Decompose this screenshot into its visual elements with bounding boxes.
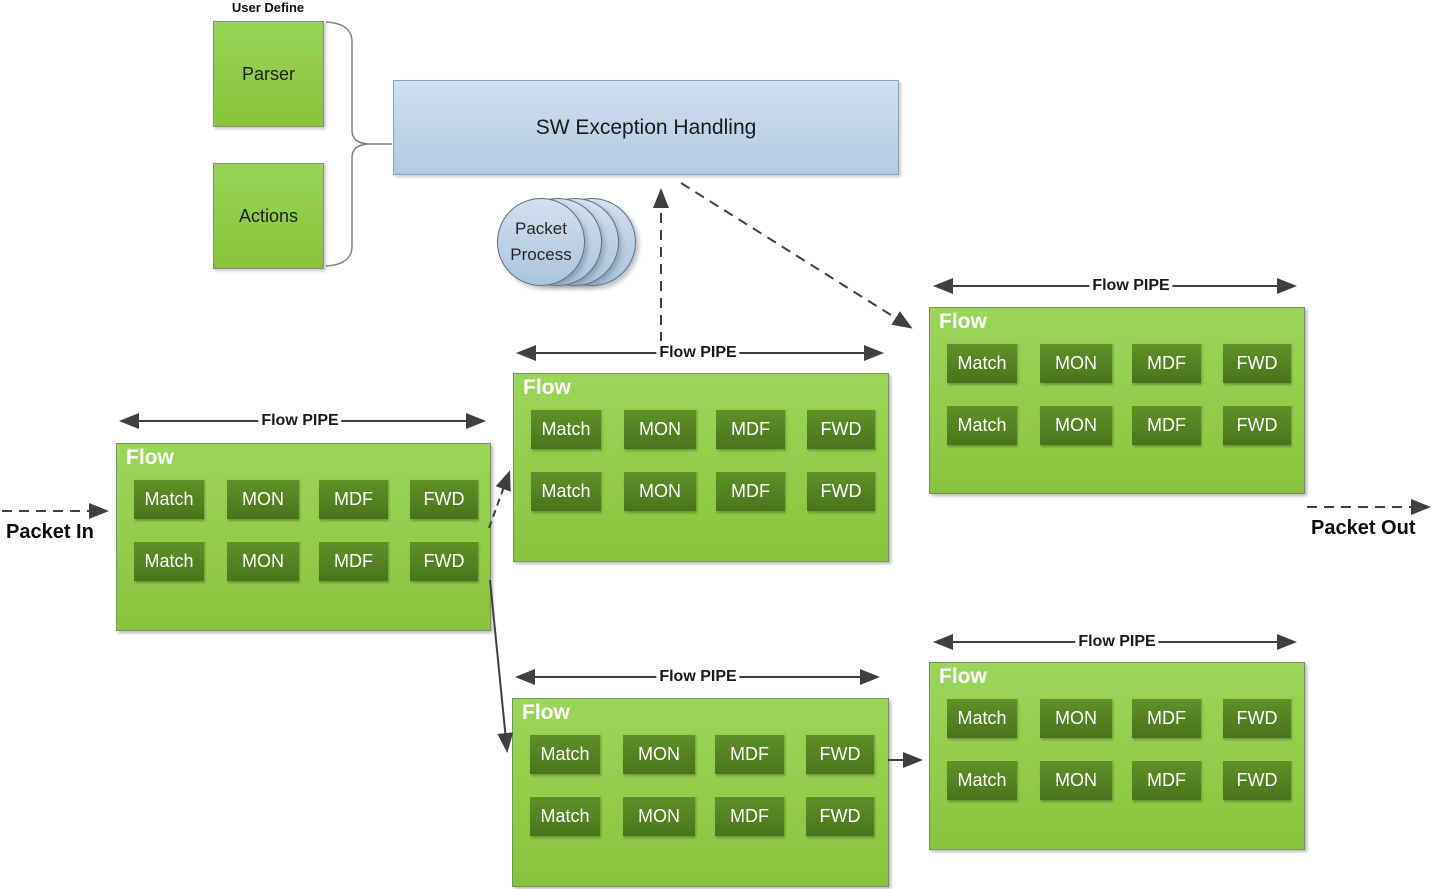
stage-cell-match: Match (531, 470, 601, 511)
sw-exception-handling-label: SW Exception Handling (535, 115, 757, 139)
stage-cell-mon: MON (624, 470, 696, 511)
left-to-middle-pipe-arrow (488, 470, 511, 529)
flow-pipe-box-left: Flow Match MON MDF FWD Match MON MDF FWD (116, 443, 491, 631)
stage-cell-match: Match (134, 478, 204, 519)
stage-cell-mon: MON (1040, 697, 1112, 738)
stage-cell-mon: MON (623, 733, 695, 774)
stage-cell-match: Match (947, 342, 1017, 383)
flow-pipe-label: Flow PIPE (1075, 630, 1159, 654)
stage-cell-match: Match (530, 795, 600, 836)
sw-exception-handling-box: SW Exception Handling (393, 80, 899, 175)
flow-pipe-label: Flow PIPE (656, 665, 740, 689)
stage-cell-mon: MON (1040, 342, 1112, 383)
stage-cell-match: Match (947, 759, 1017, 800)
stage-cell-mdf: MDF (1132, 404, 1201, 445)
flow-pipe-box-bottom-right: Flow Match MON MDF FWD Match MON MDF FWD (929, 662, 1305, 850)
packet-process-label-line2: Process (510, 245, 572, 264)
stage-cell-fwd: FWD (806, 733, 874, 774)
stage-cell-mdf: MDF (1132, 697, 1201, 738)
flow-title: Flow (939, 310, 987, 333)
stage-cell-mon: MON (1040, 759, 1112, 800)
stage-cell-mdf: MDF (319, 478, 388, 519)
left-to-bottom-pipe-arrow (489, 579, 514, 753)
stage-cell-fwd: FWD (1223, 697, 1291, 738)
packet-process-ellipse: Packet Process (497, 198, 585, 286)
flow-pipe-label: Flow PIPE (656, 341, 740, 365)
parser-box: Parser (213, 21, 324, 127)
stage-cell-fwd: FWD (1223, 342, 1291, 383)
stage-cell-fwd: FWD (1223, 404, 1291, 445)
user-define-label: User Define (231, 0, 305, 15)
brace (325, 21, 369, 267)
flow-pipe-label: Flow PIPE (1089, 274, 1173, 298)
stage-cell-match: Match (134, 540, 204, 581)
packet-out-label: Packet Out (1311, 517, 1416, 539)
stage-cell-mdf: MDF (716, 408, 785, 449)
stage-cell-mon: MON (623, 795, 695, 836)
packet-process-label-line1: Packet (515, 219, 567, 238)
packet-in-label: Packet In (6, 521, 94, 543)
flow-title: Flow (126, 446, 174, 469)
stage-cell-mdf: MDF (715, 733, 784, 774)
stage-cell-fwd: FWD (1223, 759, 1291, 800)
stage-cell-match: Match (530, 733, 600, 774)
stage-cell-match: Match (947, 697, 1017, 738)
stage-cell-mdf: MDF (715, 795, 784, 836)
stage-cell-match: Match (531, 408, 601, 449)
flow-pipe-box-bottom-middle: Flow Match MON MDF FWD Match MON MDF FWD (512, 698, 889, 887)
actions-box-label: Actions (238, 205, 299, 226)
flow-pipe-box-middle-top: Flow Match MON MDF FWD Match MON MDF FWD (513, 373, 889, 562)
stage-cell-mon: MON (227, 478, 299, 519)
flow-pipe-box-top-right: Flow Match MON MDF FWD Match MON MDF FWD (929, 307, 1305, 494)
flow-pipe-label: Flow PIPE (258, 409, 342, 433)
stage-cell-fwd: FWD (410, 540, 478, 581)
stage-cell-mdf: MDF (1132, 342, 1201, 383)
stage-cell-fwd: FWD (410, 478, 478, 519)
parser-box-label: Parser (241, 63, 295, 84)
stage-cell-mdf: MDF (716, 470, 785, 511)
actions-box: Actions (213, 163, 324, 269)
stage-cell-mon: MON (1040, 404, 1112, 445)
stage-cell-mdf: MDF (319, 540, 388, 581)
flow-title: Flow (522, 701, 570, 724)
flow-title: Flow (939, 665, 987, 688)
flow-title: Flow (523, 376, 571, 399)
stage-cell-match: Match (947, 404, 1017, 445)
stage-cell-mon: MON (624, 408, 696, 449)
stage-cell-fwd: FWD (807, 408, 875, 449)
stage-cell-mon: MON (227, 540, 299, 581)
stage-cell-fwd: FWD (806, 795, 874, 836)
stage-cell-fwd: FWD (807, 470, 875, 511)
exception-to-right-pipe-arrow (680, 182, 913, 329)
stage-cell-mdf: MDF (1132, 759, 1201, 800)
